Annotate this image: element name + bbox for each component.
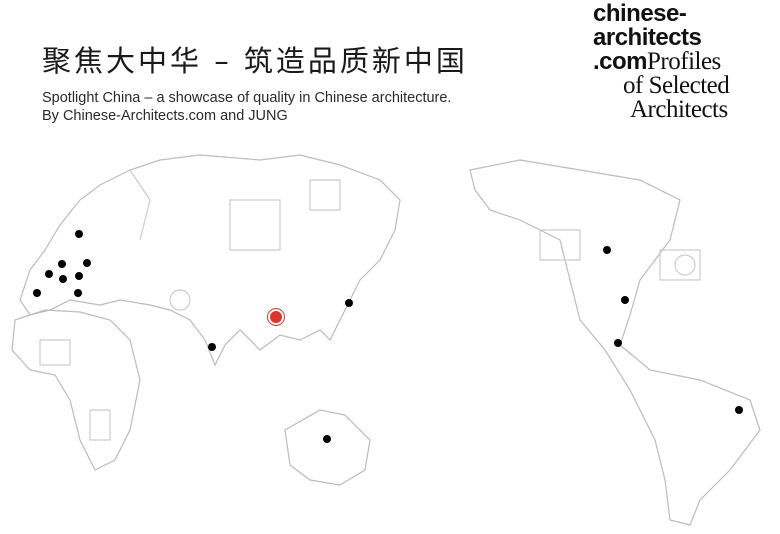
china-highlight-marker[interactable] xyxy=(270,311,282,323)
location-marker[interactable] xyxy=(45,270,53,278)
australia-outline xyxy=(284,409,371,486)
logo-line: of Selected xyxy=(623,72,730,99)
location-marker[interactable] xyxy=(614,339,622,347)
logo-line: architects xyxy=(593,24,702,51)
location-marker[interactable] xyxy=(75,272,83,280)
europe-asia-outline xyxy=(19,154,401,367)
location-marker[interactable] xyxy=(74,289,82,297)
location-marker[interactable] xyxy=(345,299,353,307)
subtitle: Spotlight China – a showcase of quality … xyxy=(42,90,452,106)
logo-line: chinese- xyxy=(593,0,687,27)
location-marker[interactable] xyxy=(58,260,66,268)
location-marker[interactable] xyxy=(208,343,216,351)
location-marker[interactable] xyxy=(83,259,91,267)
location-marker[interactable] xyxy=(59,275,67,283)
logo-line: Architects xyxy=(630,96,728,123)
page-title: 聚焦大中华 – 筑造品质新中国 xyxy=(42,44,468,78)
africa-outline xyxy=(11,309,141,471)
logo-line: .com xyxy=(593,48,648,75)
location-marker[interactable] xyxy=(323,435,331,443)
location-marker[interactable] xyxy=(33,289,41,297)
location-marker[interactable] xyxy=(603,246,611,254)
logo[interactable]: chinese- architects .comProfiles of Sele… xyxy=(593,0,780,123)
logo-line: Profiles xyxy=(647,48,721,75)
location-marker[interactable] xyxy=(735,406,743,414)
location-marker[interactable] xyxy=(621,296,629,304)
world-map xyxy=(11,154,761,526)
byline: By Chinese-Architects.com and JUNG xyxy=(42,108,288,124)
location-marker[interactable] xyxy=(75,230,83,238)
